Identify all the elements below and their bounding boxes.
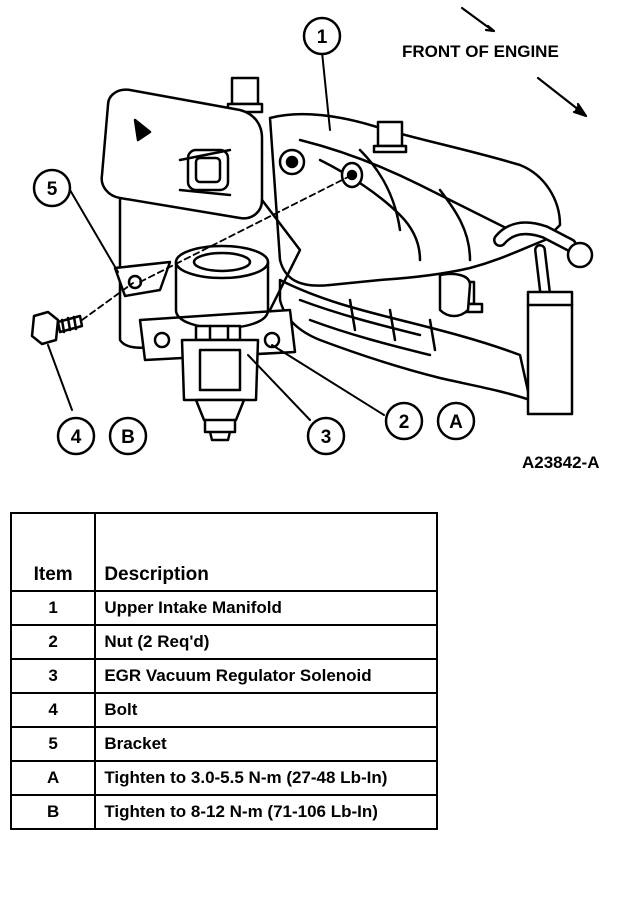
callout-5-label: 5 [47,179,58,200]
legend-row-description: Upper Intake Manifold [94,590,438,626]
legend-row-description: Nut (2 Req'd) [94,624,438,660]
throttle-body-cover [100,88,306,349]
legend-header-item: Item [9,512,97,592]
callout-2-label: 2 [399,412,410,433]
callout-1-circle [302,16,342,56]
legend-row-item: 4 [9,692,97,728]
legend-row-description: Bracket [94,726,438,762]
front-of-engine-label: FRONT OF ENGINE [402,42,559,61]
egr-vacuum-regulator-solenoid [174,244,270,442]
legend-header-row: Item Description [9,512,438,592]
callout-b-circle [108,416,148,456]
callout-2-circle [384,401,424,441]
legend-row-description: Tighten to 3.0-5.5 N-m (27-48 Lb-In) [94,760,438,796]
legend-row: 2 Nut (2 Req'd) [9,624,438,660]
callout-1-label: 1 [317,27,328,48]
legend-row-item: 2 [9,624,97,660]
legend-row: 4 Bolt [9,692,438,728]
legend-row: A Tighten to 3.0-5.5 N-m (27-48 Lb-In) [9,760,438,796]
callout-3-circle [306,416,346,456]
legend-row-item: B [9,794,97,830]
callout-4-label: 4 [71,427,82,448]
leader-lines [47,51,385,421]
legend-row: 1 Upper Intake Manifold [9,590,438,626]
legend-row-item: 5 [9,726,97,762]
legend-row: B Tighten to 8-12 N-m (71-106 Lb-In) [9,794,438,830]
legend-header-description: Description [94,512,438,592]
legend-row: 3 EGR Vacuum Regulator Solenoid [9,658,438,694]
callout-4-circle [56,416,96,456]
legend-row-description: EGR Vacuum Regulator Solenoid [94,658,438,694]
legend-row-item: 3 [9,658,97,694]
figure-id: A23842-A [522,453,600,472]
legend-row-item: A [9,760,97,796]
bolt [30,310,84,346]
legend-row-description: Tighten to 8-12 N-m (71-106 Lb-In) [94,794,438,830]
vacuum-hose [438,221,594,416]
callout-a-circle [436,401,476,441]
legend-row-description: Bolt [94,692,438,728]
callout-5-circle [32,168,72,208]
engine-diagram: 1 5 4 B 3 2 A FRONT OF ENGINE A23842-A [30,6,600,472]
alignment-lines [81,174,353,321]
callout-a-label: A [449,412,463,433]
legend-row: 5 Bracket [9,726,438,762]
callout-b-label: B [121,427,135,448]
upper-intake-manifold [226,76,562,402]
front-arrows [460,6,588,118]
legend-row-item: 1 [9,590,97,626]
legend-table: Item Description 1 Upper Intake Manifold… [9,512,438,830]
callout-3-label: 3 [321,427,332,448]
